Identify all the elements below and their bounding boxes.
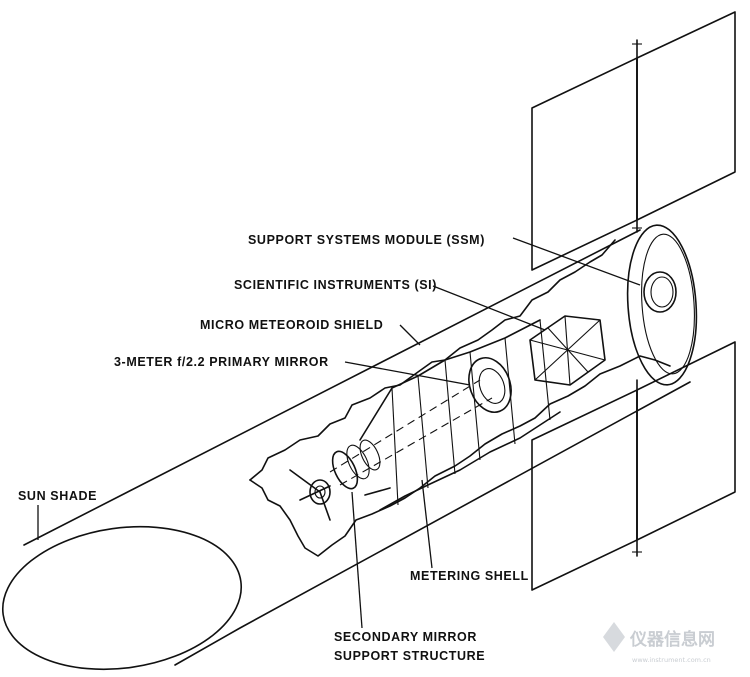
sun-shade-opening [1,525,243,671]
label-support-systems-module: SUPPORT SYSTEMS MODULE (SSM) [248,233,485,247]
secondary-mirror-assembly [289,439,391,521]
watermark: 仪器信息网 www.instrument.com.cn [603,622,715,664]
label-primary-mirror: 3-METER f/2.2 PRIMARY MIRROR [114,355,329,369]
solar-array-upper [531,11,736,271]
watermark-logo-icon [603,622,625,652]
label-scientific-instruments: SCIENTIFIC INSTRUMENTS (SI) [234,278,437,292]
primary-mirror [468,357,512,413]
metering-shell [359,319,561,511]
diagram-labels: SUPPORT SYSTEMS MODULE (SSM) SCIENTIFIC … [18,233,529,663]
watermark-url: www.instrument.com.cn [632,656,711,664]
label-metering-shell: METERING SHELL [410,569,529,583]
label-micro-meteoroid-shield: MICRO METEOROID SHIELD [200,318,383,332]
light-path [329,379,493,486]
telescope-tube [23,224,698,666]
leader-lines [37,237,641,629]
scientific-instruments-truss [529,315,606,386]
label-secondary-mirror-line1: SECONDARY MIRROR [334,630,477,644]
label-secondary-mirror-line2: SUPPORT STRUCTURE [334,649,485,663]
label-sun-shade: SUN SHADE [18,489,97,503]
solar-array-lower [531,341,736,591]
watermark-name: 仪器信息网 [629,629,715,650]
